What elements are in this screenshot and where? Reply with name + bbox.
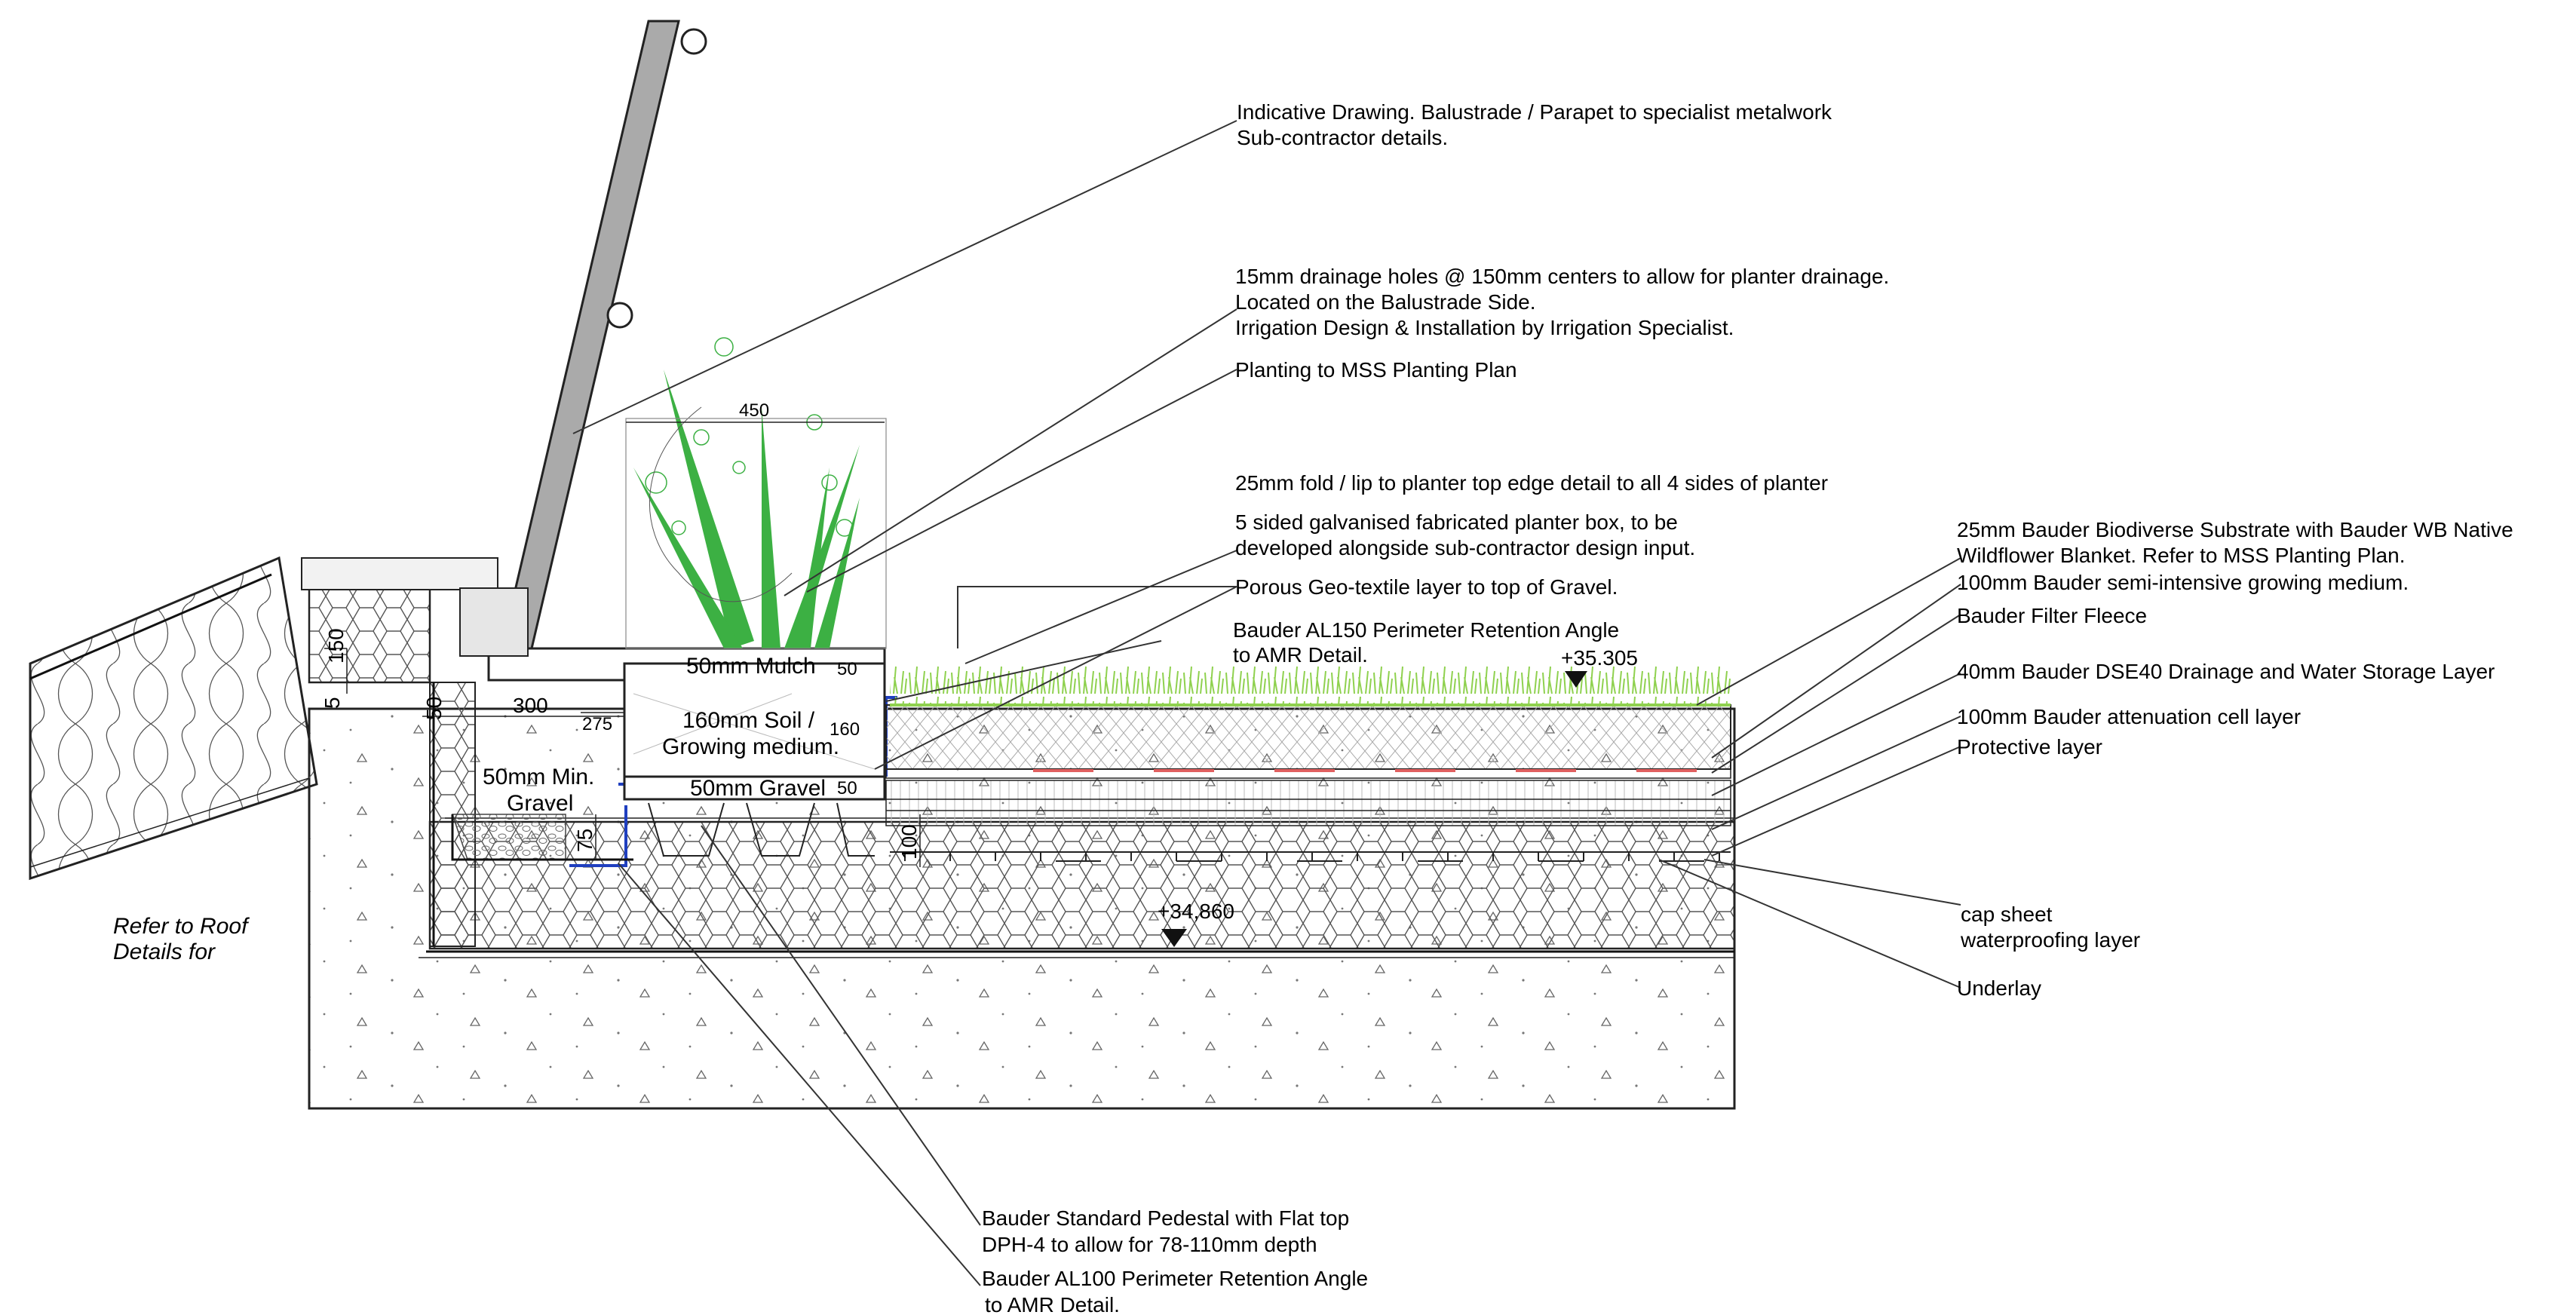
dim-5: 5 (320, 697, 344, 709)
note-al100-1: Bauder AL100 Perimeter Retention Angle (982, 1267, 1368, 1290)
note-planter-box-2: developed alongside sub-contractor desig… (1235, 536, 1695, 559)
note-cap-sheet-1: cap sheet (1961, 903, 2053, 926)
min-gravel-fill (451, 814, 566, 860)
note-filter-fleece: Bauder Filter Fleece (1957, 604, 2147, 627)
planting (625, 337, 887, 649)
planter-box (487, 647, 886, 857)
attenuation-cells (885, 780, 1731, 826)
growing-medium-layer (885, 704, 1731, 770)
note-substrate-1: 25mm Bauder Biodiverse Substrate with Ba… (1957, 518, 2513, 541)
note-al150-2: to AMR Detail. (1233, 643, 1368, 667)
note-cap-sheet-2: waterproofing layer (1960, 928, 2140, 952)
dim-75: 75 (573, 829, 596, 852)
note-growing-medium: 100mm Bauder semi-intensive growing medi… (1957, 571, 2409, 594)
drainage-dimples (890, 851, 1731, 862)
dimension-lines (324, 421, 921, 867)
note-planter-box-1: 5 sided galvanised fabricated planter bo… (1235, 510, 1678, 534)
label-min-gravel-1: 50mm Min. (483, 765, 594, 789)
parapet-coping (301, 557, 498, 590)
sloping-roof (29, 556, 318, 881)
note-attenuation: 100mm Bauder attenuation cell layer (1957, 705, 2301, 728)
note-protective: Protective layer (1957, 735, 2102, 759)
note-refer-roof-2: Details for (113, 940, 216, 964)
note-pedestal-2: DPH-4 to allow for 78-110mm depth (982, 1233, 1317, 1256)
level-marker-top (1565, 671, 1587, 688)
dim-100: 100 (897, 824, 921, 860)
level-top: +35.305 (1561, 646, 1638, 670)
label-soil-1: 160mm Soil / (682, 708, 815, 733)
note-planting: Planting to MSS Planting Plan (1235, 358, 1517, 382)
note-pedestal-1: Bauder Standard Pedestal with Flat top (982, 1206, 1349, 1230)
balustrade (459, 20, 707, 657)
note-geotextile: Porous Geo-textile layer to top of Grave… (1235, 575, 1618, 599)
leader-lines (572, 120, 1961, 1286)
label-mulch: 50mm Mulch (686, 654, 816, 679)
note-drainage-3: Irrigation Design & Installation by Irri… (1235, 316, 1734, 339)
note-balustrade-2: Sub-contractor details. (1237, 126, 1448, 149)
note-balustrade-1: Indicative Drawing. Balustrade / Parapet… (1237, 100, 1832, 124)
dim-450: 450 (739, 400, 769, 421)
dim-mulch-50: 50 (837, 659, 857, 679)
note-drainage-2: Located on the Balustrade Side. (1235, 290, 1536, 314)
dim-gravel-50: 50 (837, 778, 857, 799)
note-drainage-1: 15mm drainage holes @ 150mm centers to a… (1235, 265, 1889, 288)
note-substrate-2: Wildflower Blanket. Refer to MSS Plantin… (1957, 544, 2405, 567)
note-al100-2: to AMR Detail. (985, 1293, 1120, 1315)
note-drainage-layer: 40mm Bauder DSE40 Drainage and Water Sto… (1957, 660, 2495, 683)
dim-50: 50 (422, 697, 446, 720)
dim-soil-160: 160 (830, 719, 860, 740)
label-min-gravel-2: Gravel (507, 791, 573, 816)
level-slab: +34,860 (1158, 900, 1234, 923)
dim-150: 150 (324, 628, 348, 664)
parapet-block (308, 587, 431, 684)
note-refer-roof-1: Refer to Roof (113, 914, 250, 939)
level-marker-slab (1161, 929, 1187, 947)
note-fold-lip: 25mm fold / lip to planter top edge deta… (1235, 471, 1828, 495)
wildflower-grass (890, 664, 1731, 705)
dim-300: 300 (513, 694, 548, 717)
dim-275: 275 (582, 714, 612, 734)
label-gravel: 50mm Gravel (690, 776, 826, 801)
note-al150-1: Bauder AL150 Perimeter Retention Angle (1233, 618, 1619, 642)
label-soil-2: Growing medium. (662, 734, 839, 759)
note-underlay: Underlay (1957, 976, 2041, 1000)
